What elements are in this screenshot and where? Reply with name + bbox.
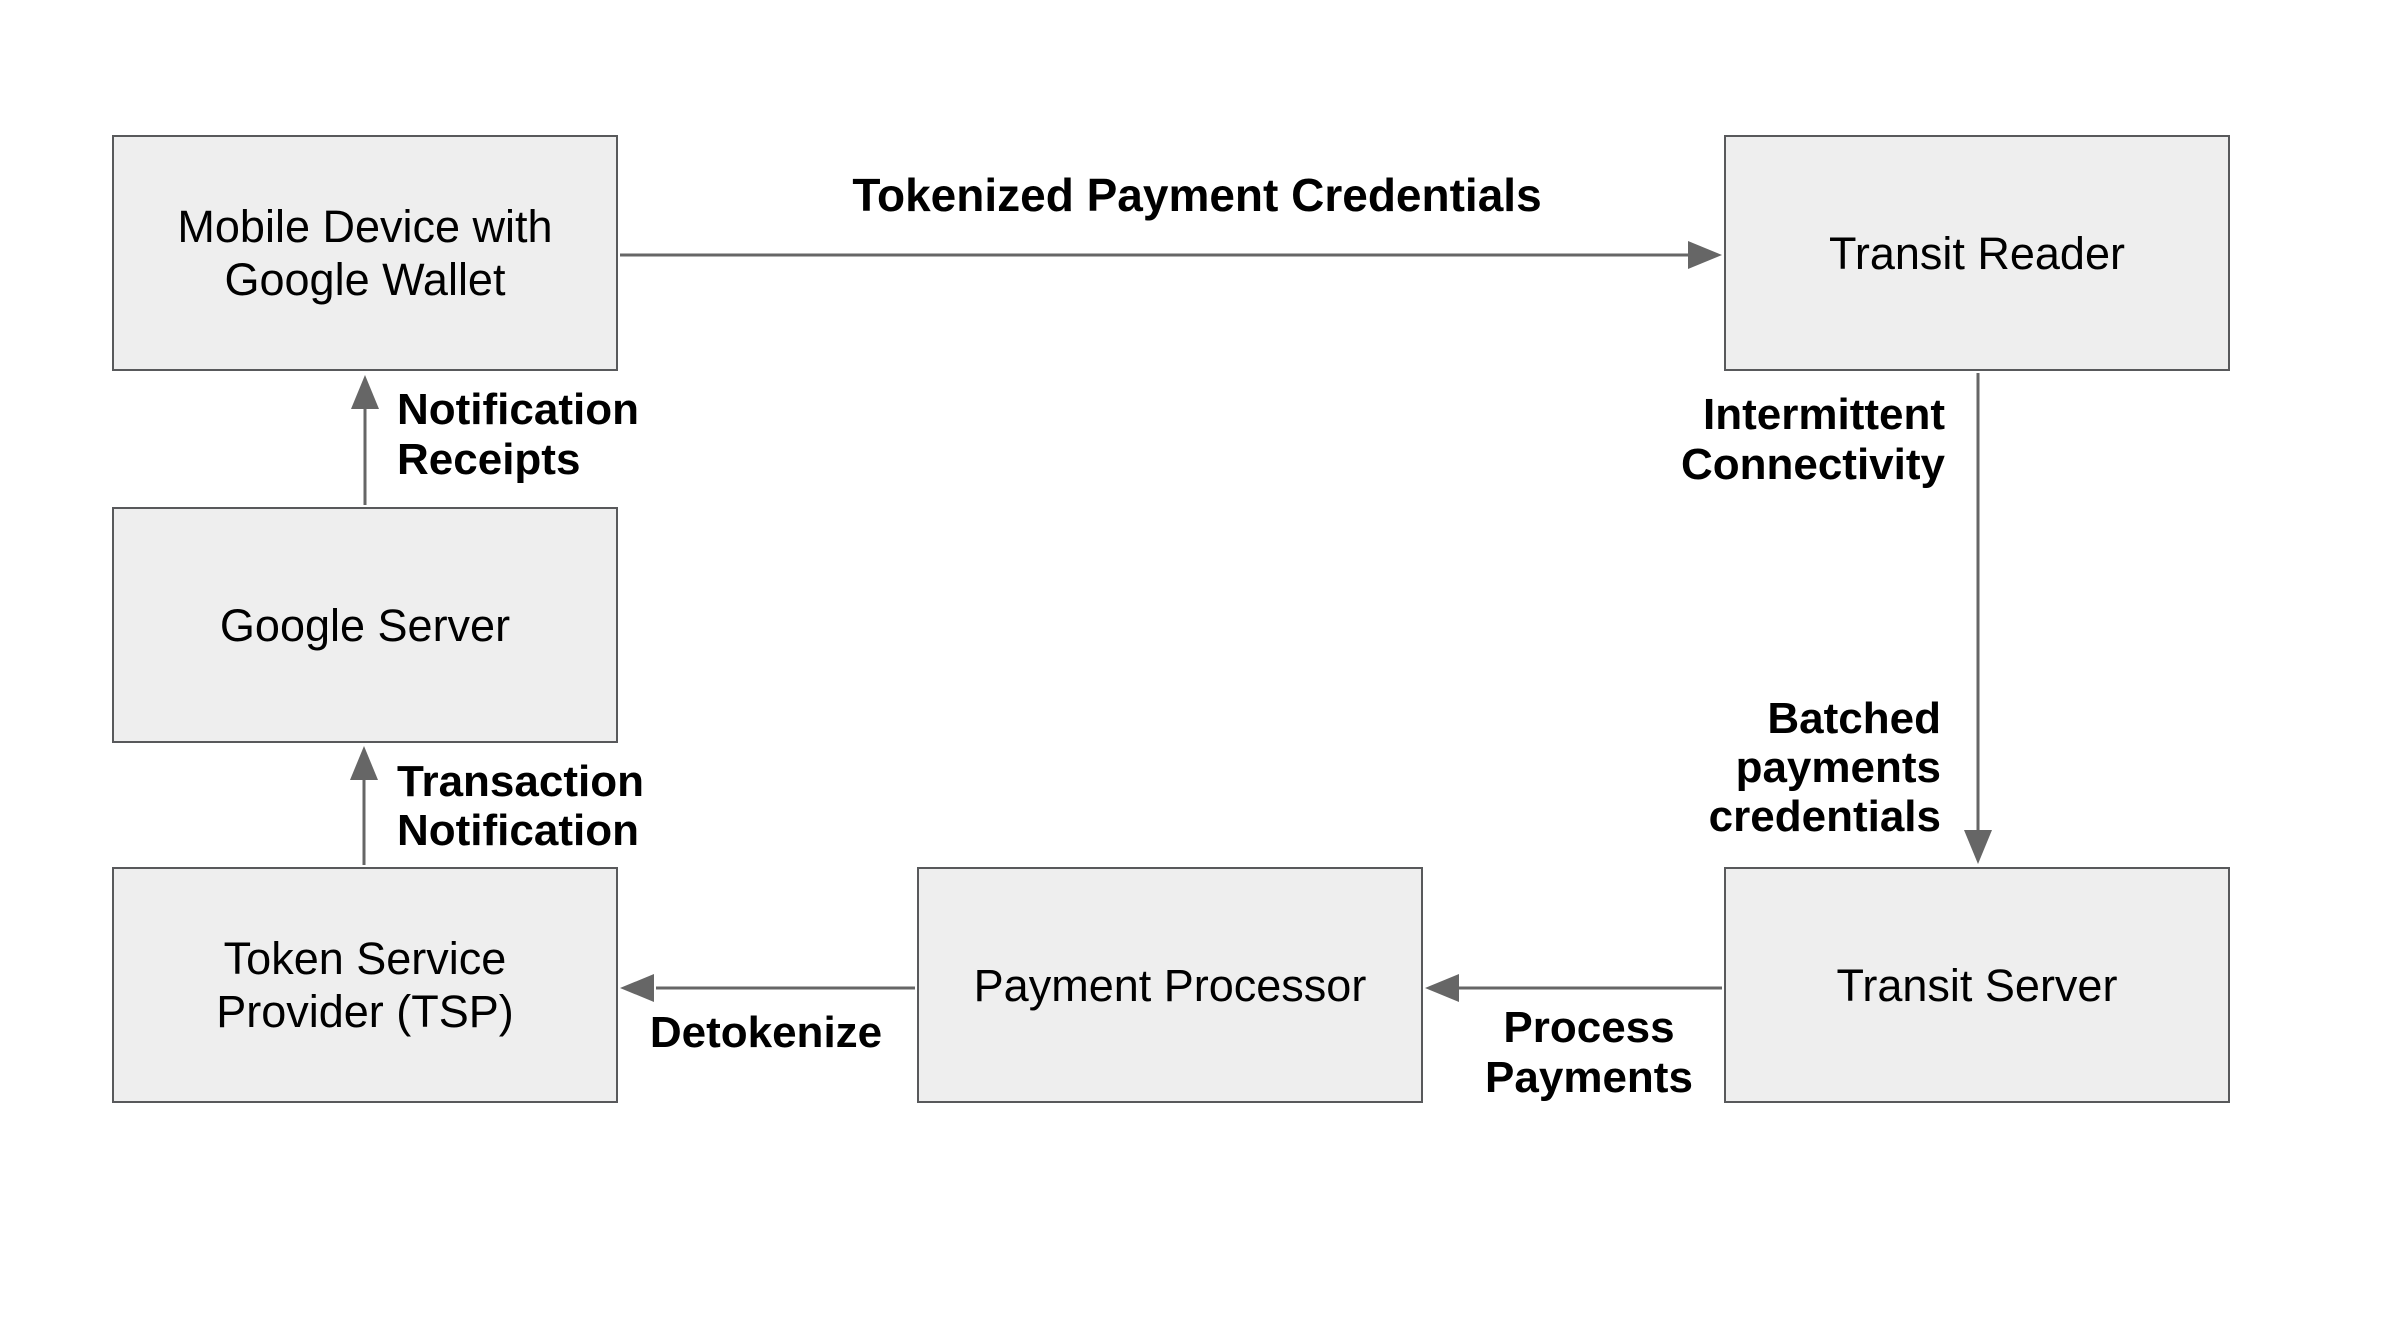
node-google-server-label: Google Server	[219, 599, 511, 651]
node-transit-reader-label: Transit Reader	[1829, 227, 2125, 279]
edge-label-transaction-notification: Transaction Notification	[397, 757, 644, 855]
arrow-notification-receipts-head	[351, 375, 379, 409]
arrow-reader-to-server-head	[1964, 830, 1992, 864]
edge-label-process-payments: Process Payments	[1485, 1003, 1693, 1102]
edge-label-notification-receipts: Notification Receipts	[397, 385, 639, 484]
node-transit-server: Transit Server	[1724, 867, 2230, 1103]
edge-label-intermittent-connectivity: Intermittent Connectivity	[1680, 390, 1945, 489]
edge-label-batched-payments-credentials: Batched payments credentials	[1708, 694, 1941, 841]
node-token-service-provider-label: Token Service Provider (TSP)	[216, 933, 514, 1037]
node-payment-processor: Payment Processor	[917, 867, 1423, 1103]
node-mobile-device-label: Mobile Device with Google Wallet	[177, 201, 553, 305]
node-payment-processor-label: Payment Processor	[973, 959, 1367, 1011]
node-transit-server-label: Transit Server	[1836, 959, 2118, 1011]
arrow-transaction-notification-head	[350, 746, 378, 780]
edge-label-detokenize: Detokenize	[649, 1008, 883, 1057]
arrow-detokenize-head	[620, 974, 654, 1002]
arrow-tokenized-payment-credentials-head	[1688, 241, 1722, 269]
node-transit-reader: Transit Reader	[1724, 135, 2230, 371]
node-mobile-device: Mobile Device with Google Wallet	[112, 135, 618, 371]
arrow-process-payments-head	[1425, 974, 1459, 1002]
node-token-service-provider: Token Service Provider (TSP)	[112, 867, 618, 1103]
edge-label-tokenized-payment-credentials: Tokenized Payment Credentials	[852, 169, 1542, 221]
node-google-server: Google Server	[112, 507, 618, 743]
